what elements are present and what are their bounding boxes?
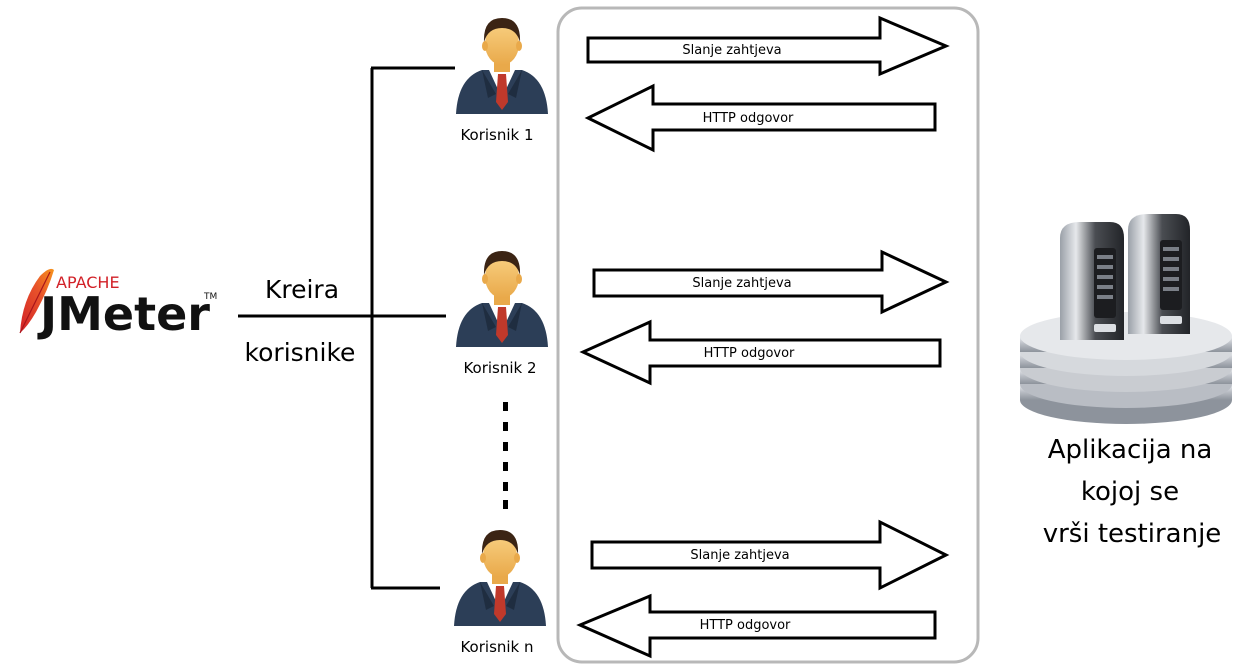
request-arrow-2: Slanje zahtjeva xyxy=(592,249,950,315)
response-label: HTTP odgovor xyxy=(703,111,794,126)
user-label: Korisnik 1 xyxy=(460,126,533,144)
logo-apache-text: APACHE xyxy=(56,273,120,292)
server-caption-line3: vrši testiranje xyxy=(1043,519,1222,549)
response-label: HTTP odgovor xyxy=(704,346,795,361)
connector-lines xyxy=(238,66,455,590)
request-label: Slanje zahtjeva xyxy=(692,276,791,291)
request-arrow-n: Slanje zahtjeva xyxy=(590,519,950,591)
feather-icon xyxy=(19,268,54,334)
response-arrow-n: HTTP odgovor xyxy=(576,593,937,659)
user-2: Korisnik 2 xyxy=(456,251,548,377)
response-arrow-1: HTTP odgovor xyxy=(584,83,937,153)
communication-frame xyxy=(556,6,980,664)
response-arrow-2: HTTP odgovor xyxy=(579,319,942,386)
user-1: Korisnik 1 xyxy=(456,18,548,144)
server-caption-line1: Aplikacija na xyxy=(1048,435,1213,465)
server-tower-right xyxy=(1128,214,1190,334)
server-icon xyxy=(1020,214,1232,424)
server-caption-line2: kojoj se xyxy=(1081,477,1179,507)
logo-trademark: TM xyxy=(203,292,217,302)
user-label: Korisnik n xyxy=(460,638,533,656)
request-label: Slanje zahtjeva xyxy=(682,43,781,58)
creates-label-line2: korisnike xyxy=(245,338,356,367)
person-icon xyxy=(454,530,546,626)
request-label: Slanje zahtjeva xyxy=(690,548,789,563)
jmeter-logo: APACHE JMeter TM xyxy=(19,268,217,341)
creates-label-line1: Kreira xyxy=(265,275,339,304)
person-icon xyxy=(456,251,548,347)
user-n: Korisnik n xyxy=(454,530,546,656)
logo-jmeter-text: JMeter xyxy=(37,287,210,341)
user-label: Korisnik 2 xyxy=(463,359,536,377)
server-tower-left xyxy=(1060,222,1124,340)
person-icon xyxy=(456,18,548,114)
response-label: HTTP odgovor xyxy=(700,618,791,633)
request-arrow-1: Slanje zahtjeva xyxy=(586,15,950,77)
database-stack xyxy=(1020,312,1232,424)
more-users-ellipsis xyxy=(503,402,508,509)
